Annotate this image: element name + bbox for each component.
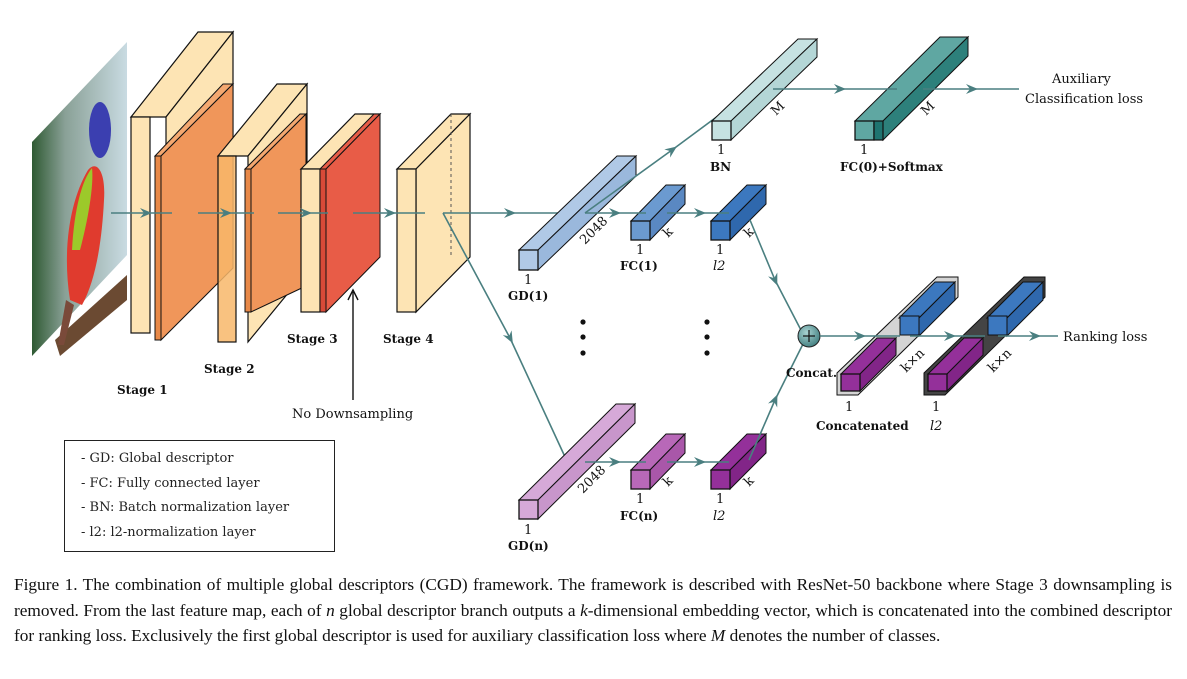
legend-item-gd: - GD: Global descriptor: [81, 451, 234, 466]
l2-1-block: [709, 183, 768, 242]
caption-var-M: M: [710, 626, 726, 645]
bn-depth: 1: [717, 143, 725, 158]
l2-n-label: l2: [713, 509, 725, 524]
gd1-label: GD(1): [508, 289, 548, 303]
caption-suffix: denotes the number of classes.: [725, 626, 941, 645]
fcn-depth: 1: [636, 492, 644, 507]
legend-item-fc: - FC: Fully connected layer: [81, 475, 260, 491]
ranking-loss-label: Ranking loss: [1063, 330, 1147, 345]
caption-mid2: -dimensional embedding vector, which is …: [14, 600, 1172, 646]
fc1-depth: 1: [636, 243, 644, 258]
branch-n-arrows: [585, 339, 806, 467]
backbone-arrows: [111, 208, 580, 460]
gdn-depth: 1: [524, 523, 532, 538]
fc0-depth: 1: [860, 143, 868, 158]
l2-1-label: l2: [713, 259, 725, 274]
stage-4-label: Stage 4: [383, 332, 434, 346]
aux-loss-line2: Classification loss: [1025, 92, 1143, 107]
fc0-label: FC(0)+Softmax: [840, 160, 944, 174]
l2-1-depth: 1: [716, 243, 724, 258]
gdn-label: GD(n): [508, 539, 549, 553]
concat-op-label: Concat.: [786, 366, 837, 380]
gd1-depth: 1: [524, 273, 532, 288]
caption-var-k: k: [580, 600, 588, 620]
figure-caption: Figure 1. The combination of multiple gl…: [14, 572, 1172, 649]
branch-ellipsis: [580, 319, 710, 356]
l2-concat-label: l2: [930, 419, 942, 434]
no-downsampling-arrowhead: [347, 288, 359, 301]
legend-box: - GD: Global descriptor - FC: Fully conn…: [64, 440, 335, 552]
fc1-dim: k: [660, 225, 676, 241]
aux-loss-line1: Auxiliary: [1051, 72, 1112, 87]
caption-prefix: Figure 1. The combination of multiple gl…: [14, 575, 1172, 620]
l2-concat-depth: 1: [932, 400, 940, 415]
caption-var-n: n: [326, 600, 335, 620]
fc1-label: FC(1): [620, 259, 658, 273]
l2-n-depth: 1: [716, 492, 724, 507]
fcn-label: FC(n): [620, 509, 658, 523]
l2-n-dim: k: [741, 474, 757, 490]
bn-label: BN: [710, 160, 731, 174]
concatenated-label: Concatenated: [816, 419, 909, 433]
stage-2-block: [216, 82, 309, 344]
stage-1-label: Stage 1: [117, 383, 168, 397]
input-image-bird: [32, 42, 127, 356]
stage-1-block: [129, 30, 235, 342]
stage-2-label: Stage 2: [204, 362, 255, 376]
fcn-dim: k: [660, 474, 676, 490]
concatenated-depth: 1: [845, 400, 853, 415]
cgd-framework-diagram: Stage 1 Stage 2 Stage 3 Stage 4 No Downs…: [32, 30, 1147, 553]
no-downsampling-label: No Downsampling: [292, 407, 413, 422]
l2-n-block: [709, 432, 768, 491]
legend-item-bn: - BN: Batch normalization layer: [81, 500, 290, 515]
caption-mid1: global descriptor branch outputs a: [334, 600, 581, 620]
branch-1-arrows: [584, 89, 804, 335]
legend-item-l2: - l2: l2-normalization layer: [81, 524, 256, 540]
stage-3-label: Stage 3: [287, 332, 338, 346]
